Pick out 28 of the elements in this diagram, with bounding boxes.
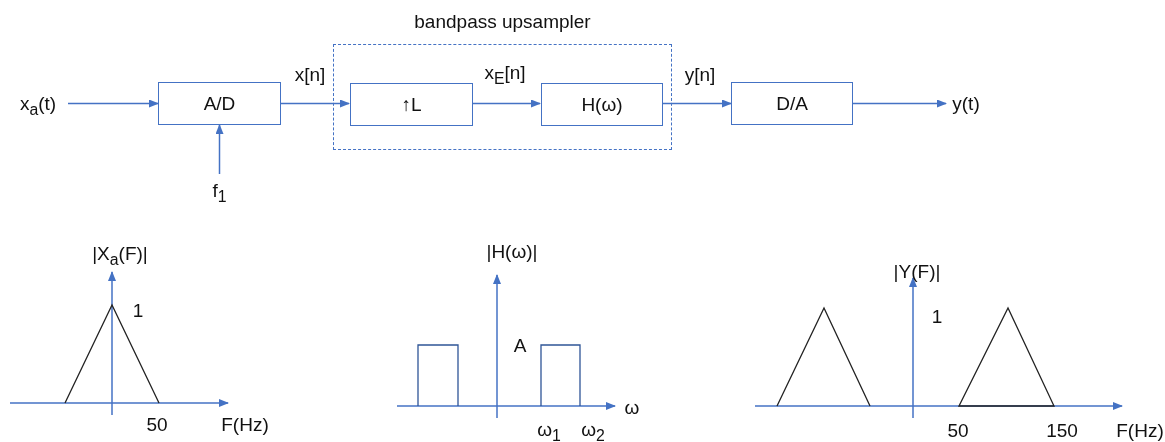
tick-label: ω$_{2}$	[581, 419, 605, 442]
tick-label: 150	[1046, 420, 1078, 442]
tick-label: 50	[146, 414, 168, 436]
axis-label: ω	[624, 397, 640, 419]
arrow	[661, 99, 732, 108]
block-box: D/A	[731, 82, 853, 125]
axis-title: |Y(F)|	[893, 261, 941, 283]
signal-label: y(t)	[946, 89, 986, 118]
tick-label: ω$_{1}$	[537, 419, 561, 442]
axis-label: F(Hz)	[221, 414, 269, 436]
block-box: A/D	[158, 82, 281, 125]
value-label: 1	[931, 306, 943, 328]
arrow	[852, 99, 947, 108]
group-title: bandpass upsampler	[413, 11, 592, 33]
axis-label: F(Hz)	[1116, 420, 1164, 442]
block-box: H(ω)	[541, 83, 663, 126]
arrow	[471, 99, 541, 108]
tick-label: 50	[947, 420, 969, 442]
arrow	[280, 99, 350, 108]
value-label: 1	[132, 300, 144, 322]
block-box: ↑L	[350, 83, 473, 126]
axis-title: |X$_{a}$(F)|	[92, 243, 148, 269]
arrow	[67, 99, 159, 108]
value-label: A	[513, 335, 527, 357]
signal-label: x$_{a}$(t)	[8, 89, 68, 118]
axis-title: |H(ω)|	[486, 241, 538, 263]
signal-label: f$_{1}$	[205, 174, 234, 208]
arrow	[215, 124, 224, 175]
